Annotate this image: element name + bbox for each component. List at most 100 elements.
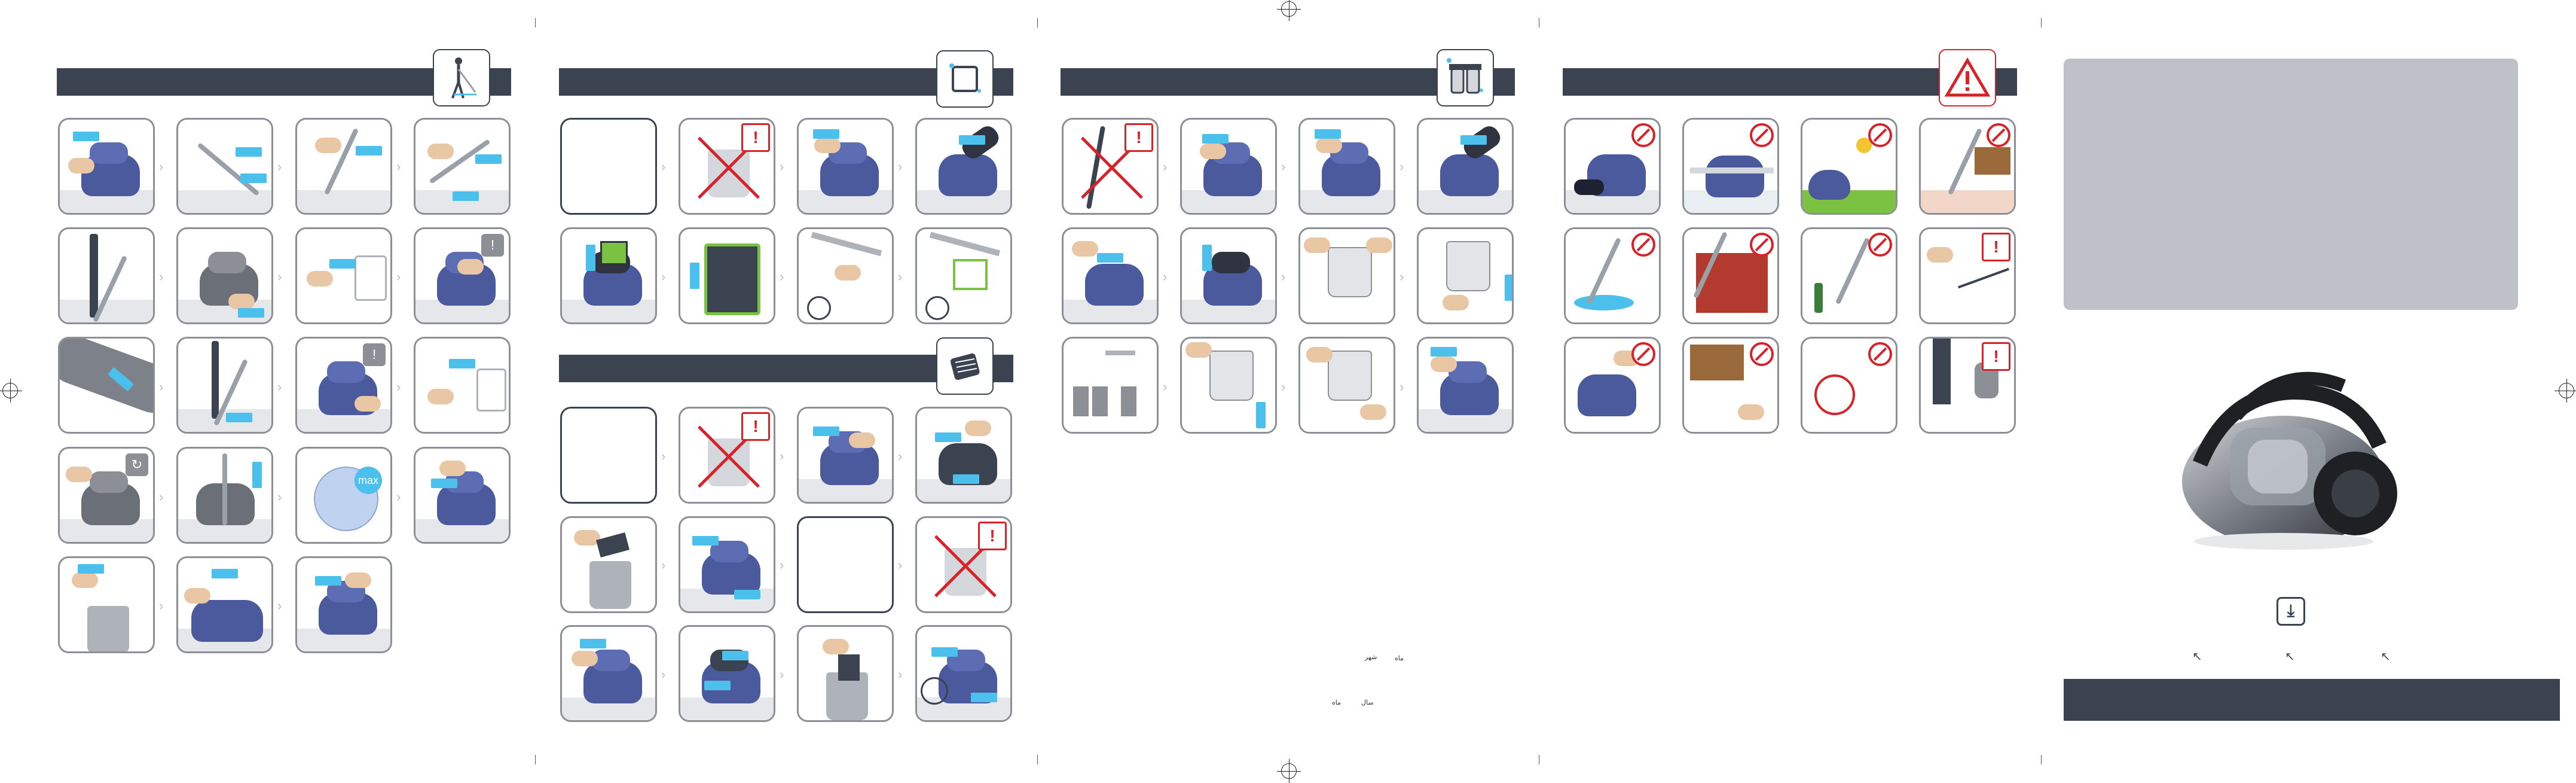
step-tile-blank: [560, 407, 657, 504]
warning-tile-no-hot-ash: [1682, 227, 1779, 324]
step-tile-filter-out: [560, 227, 657, 324]
step-tile-cover-up: [1417, 118, 1514, 215]
chevron-right-icon: ›: [661, 159, 666, 174]
crop-mark: [535, 755, 536, 764]
chevron-right-icon: ›: [661, 557, 666, 572]
step-tile-cord-rewind: ↻: [58, 447, 155, 544]
chevron-right-icon: ›: [661, 667, 666, 682]
step-tile-blank: [560, 118, 657, 215]
chevron-right-icon: ›: [396, 489, 401, 504]
registration-mark-bottom: [1277, 759, 1301, 783]
chevron-right-icon: ›: [780, 667, 784, 682]
step-tile-no-water-dust: !: [1062, 118, 1159, 215]
chevron-right-icon: ›: [277, 159, 282, 174]
step-tile-container-insert: [176, 556, 273, 653]
crop-mark: [1037, 755, 1038, 764]
step-tile-remove-grill: [797, 407, 894, 504]
step-tile-rinse-filter: [797, 227, 894, 324]
crop-mark: [2041, 755, 2042, 764]
chevron-right-icon: ›: [396, 159, 401, 174]
chevron-right-icon: ›: [1399, 159, 1404, 174]
step-tile-blank: [797, 516, 894, 613]
step-tile-filter-cassette: [679, 227, 775, 324]
chevron-right-icon: ›: [898, 269, 903, 284]
warning-icon: !: [978, 522, 1007, 550]
step-tile-grill-open: [915, 407, 1012, 504]
registration-mark-right: [2554, 379, 2576, 403]
step-tile-user-vacuuming: [58, 227, 155, 324]
warning-tile-children: !: [1919, 337, 2016, 434]
prohibited-icon: [1868, 233, 1892, 257]
step-tile-reinsert-container: [1417, 337, 1514, 434]
chevron-right-icon: ›: [898, 449, 903, 464]
chevron-right-icon: ›: [277, 598, 282, 613]
chevron-right-icon: ›: [277, 489, 282, 504]
info-icon: !: [363, 343, 386, 366]
crop-mark: [2041, 18, 2042, 28]
chevron-right-icon: ›: [780, 557, 784, 572]
step-tile-storage-position: [176, 447, 273, 544]
step-tile-lid-up: [915, 118, 1012, 215]
warning-tile-no-wet-plug: [1801, 337, 1897, 434]
step-tile-foam-bin: [797, 625, 894, 722]
info-icon: !: [481, 234, 504, 257]
chevron-right-icon: ›: [159, 159, 164, 174]
prohibited-icon: [1631, 233, 1655, 257]
vacuum-cleaner-user-icon: [433, 49, 490, 106]
rtl-label: ماه: [1332, 699, 1342, 706]
pointer-icon: ↖: [2285, 650, 2295, 663]
foam-filter-icon: [936, 337, 994, 395]
step-tile-floor-head: [295, 118, 392, 215]
step-tile-handle-slider: [58, 337, 155, 434]
step-tile-tube-adjust: [414, 118, 511, 215]
chevron-right-icon: ›: [1281, 159, 1286, 174]
chevron-right-icon: ›: [159, 269, 164, 284]
step-tile-unplug: [414, 337, 511, 434]
step-tile-no-water-filter: !: [679, 118, 775, 215]
download-manual-icon[interactable]: ⤓: [2276, 597, 2305, 626]
step-tile-power-button: !: [414, 227, 511, 324]
crop-mark: [535, 18, 536, 28]
chevron-right-icon: ›: [780, 159, 784, 174]
warning-icon: !: [1124, 123, 1153, 152]
chevron-right-icon: ›: [1163, 379, 1168, 394]
step-tile-foam-out: [679, 516, 775, 613]
step-tile-container-hold: [1298, 227, 1395, 324]
registration-mark-top: [1277, 0, 1301, 21]
step-tile-open-lid: [797, 118, 894, 215]
warning-tile-no-flammables: [1682, 337, 1779, 434]
prohibited-icon: [1631, 342, 1655, 366]
prohibited-icon: [1987, 123, 2010, 147]
warning-tile-no-water: [1682, 118, 1779, 215]
step-tile-handle-tube: [176, 118, 273, 215]
step-tile-open-cover: [1298, 118, 1395, 215]
step-tile-dry-filter: [915, 227, 1012, 324]
chevron-right-icon: ›: [898, 557, 903, 572]
chevron-right-icon: ›: [1281, 269, 1286, 284]
step-tile-separate-parts: [1417, 227, 1514, 324]
chevron-right-icon: ›: [661, 269, 666, 284]
vacuum-cleaner-product-image: [2164, 338, 2415, 565]
chevron-right-icon: ›: [159, 379, 164, 394]
chevron-right-icon: ›: [661, 449, 666, 464]
warning-tile-no-carry-by-hose: [1564, 337, 1661, 434]
crop-mark: [1037, 18, 1038, 28]
step-tile-hose-connect: [58, 118, 155, 215]
pointer-icon: ↖: [2192, 650, 2202, 663]
step-tile-foam-reinsert: [560, 625, 657, 722]
step-tile-no-water-foam-2: !: [915, 516, 1012, 613]
chevron-right-icon: ›: [159, 489, 164, 504]
step-tile-empty-container: [58, 556, 155, 653]
step-tile-lift-container: [1062, 227, 1159, 324]
step-tile-empty-foam-bin: [560, 516, 657, 613]
chevron-right-icon: ›: [277, 379, 282, 394]
chevron-right-icon: ›: [780, 269, 784, 284]
chevron-right-icon: ›: [277, 269, 282, 284]
warning-tile-no-outdoor: [1801, 118, 1897, 215]
rewind-icon: ↻: [126, 453, 148, 476]
step-tile-release-container: [1180, 118, 1277, 215]
chevron-right-icon: ›: [1163, 159, 1168, 174]
registration-mark-left: [0, 379, 22, 403]
prohibited-icon: [1750, 233, 1774, 257]
warning-tile-cord-caution: !: [1919, 227, 2016, 324]
